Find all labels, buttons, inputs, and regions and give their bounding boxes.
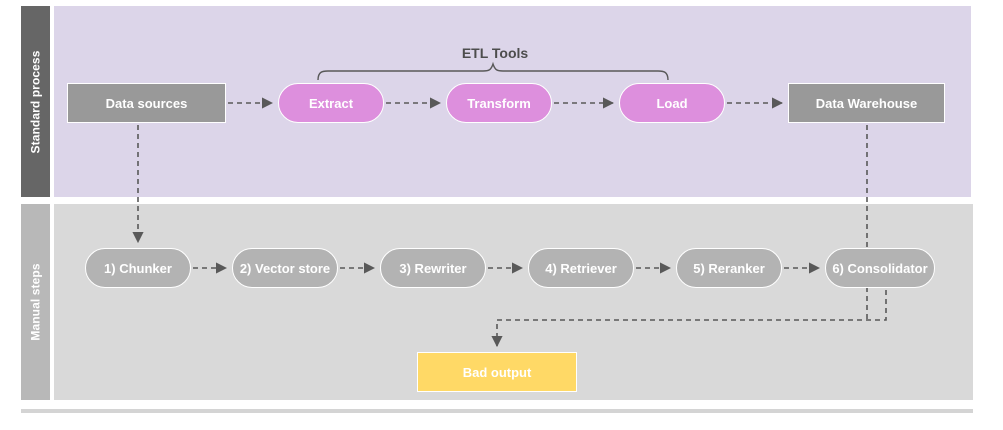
etl-tools-label: ETL Tools (461, 45, 529, 61)
node-rewriter[interactable]: 3) Rewriter (380, 248, 486, 288)
lane-label-standard-process: Standard process (21, 6, 50, 197)
node-load-label: Load (656, 95, 688, 111)
node-extract-label: Extract (308, 95, 354, 111)
node-data-warehouse-label: Data Warehouse (815, 95, 918, 111)
node-retriever[interactable]: 4) Retriever (528, 248, 634, 288)
node-consolidator[interactable]: 6) Consolidator (825, 248, 935, 288)
node-chunker-label: 1) Chunker (104, 260, 172, 276)
node-data-sources-label: Data sources (105, 95, 188, 111)
node-vector-store-label: 2) Vector store (239, 260, 331, 276)
node-transform[interactable]: Transform (446, 83, 552, 123)
node-vector-store[interactable]: 2) Vector store (232, 248, 338, 288)
node-reranker-label: 5) Reranker (693, 260, 765, 276)
node-bad-output-label: Bad output (462, 364, 532, 380)
node-load[interactable]: Load (619, 83, 725, 123)
node-data-sources[interactable]: Data sources (67, 83, 226, 123)
node-chunker[interactable]: 1) Chunker (85, 248, 191, 288)
node-extract[interactable]: Extract (278, 83, 384, 123)
node-bad-output[interactable]: Bad output (417, 352, 577, 392)
node-reranker[interactable]: 5) Reranker (676, 248, 782, 288)
bottom-divider-rule (21, 409, 973, 413)
node-consolidator-label: 6) Consolidator (832, 260, 928, 276)
lane-label-standard-process-text: Standard process (28, 50, 43, 153)
lane-label-manual-steps: Manual steps (21, 204, 50, 400)
lane-label-manual-steps-text: Manual steps (28, 263, 43, 341)
node-retriever-label: 4) Retriever (545, 260, 617, 276)
node-transform-label: Transform (467, 95, 531, 111)
node-rewriter-label: 3) Rewriter (399, 260, 467, 276)
node-data-warehouse[interactable]: Data Warehouse (788, 83, 945, 123)
